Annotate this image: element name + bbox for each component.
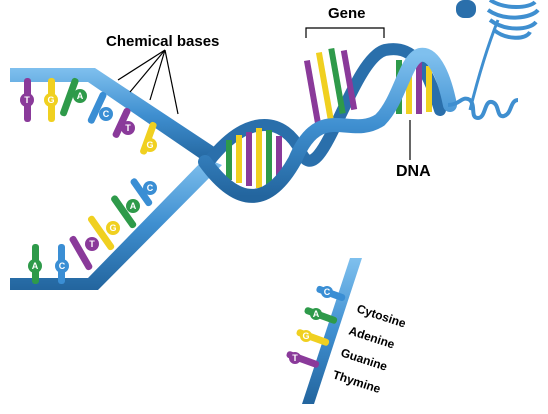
chromosome-coil — [456, 0, 540, 40]
svg-text:T: T — [24, 95, 30, 105]
dna-label: DNA — [396, 163, 431, 180]
svg-text:G: G — [109, 223, 116, 233]
svg-text:C: C — [103, 109, 110, 119]
base-adenine: A — [60, 77, 87, 117]
base-thymine: T — [69, 235, 99, 271]
svg-text:T: T — [89, 239, 95, 249]
base-thymine: T — [20, 78, 34, 122]
svg-text:A: A — [313, 309, 320, 319]
svg-text:T: T — [292, 353, 298, 363]
legend-cytosine: C — [316, 285, 346, 302]
base-cytosine: C — [55, 244, 69, 284]
legend-guanine-label: Guanine — [339, 346, 389, 374]
svg-text:A: A — [32, 261, 39, 271]
chemical-bases-pointers — [117, 49, 179, 115]
base-adenine: A — [111, 195, 140, 229]
svg-text:G: G — [47, 95, 54, 105]
base-legend: C A G T Cytosine Adenine Guanine Thymine — [286, 258, 408, 404]
svg-text:C: C — [59, 261, 66, 271]
svg-text:C: C — [324, 287, 331, 297]
base-guanine: G — [87, 215, 120, 251]
base-cytosine: C — [130, 178, 157, 207]
base-cytosine: C — [87, 91, 113, 124]
svg-text:T: T — [125, 123, 131, 133]
base-guanine: G — [140, 121, 157, 155]
upper-bases: T G A C T G — [20, 77, 157, 155]
legend-thymine: T — [286, 351, 320, 368]
double-helix — [198, 19, 519, 203]
svg-text:A: A — [77, 91, 84, 101]
legend-adenine: A — [304, 307, 338, 324]
lower-strand — [10, 158, 222, 290]
svg-text:G: G — [302, 331, 309, 341]
upper-strand — [10, 68, 222, 162]
chemical-bases-label: Chemical bases — [106, 33, 219, 50]
base-adenine: A — [28, 244, 42, 284]
svg-text:G: G — [146, 140, 153, 150]
base-thymine: T — [112, 107, 135, 138]
legend-backbone — [302, 258, 362, 404]
svg-text:C: C — [147, 183, 154, 193]
gene-label: Gene — [328, 5, 366, 22]
legend-thymine-label: Thymine — [331, 368, 383, 397]
lower-bases: A C T G A C — [28, 178, 157, 284]
svg-text:A: A — [130, 201, 137, 211]
legend-cytosine-label: Cytosine — [355, 302, 408, 331]
legend-adenine-label: Adenine — [347, 324, 397, 352]
base-guanine: G — [44, 78, 58, 122]
legend-guanine: G — [296, 329, 330, 346]
helix-base-pairs — [226, 47, 432, 188]
gene-bracket — [305, 27, 385, 38]
